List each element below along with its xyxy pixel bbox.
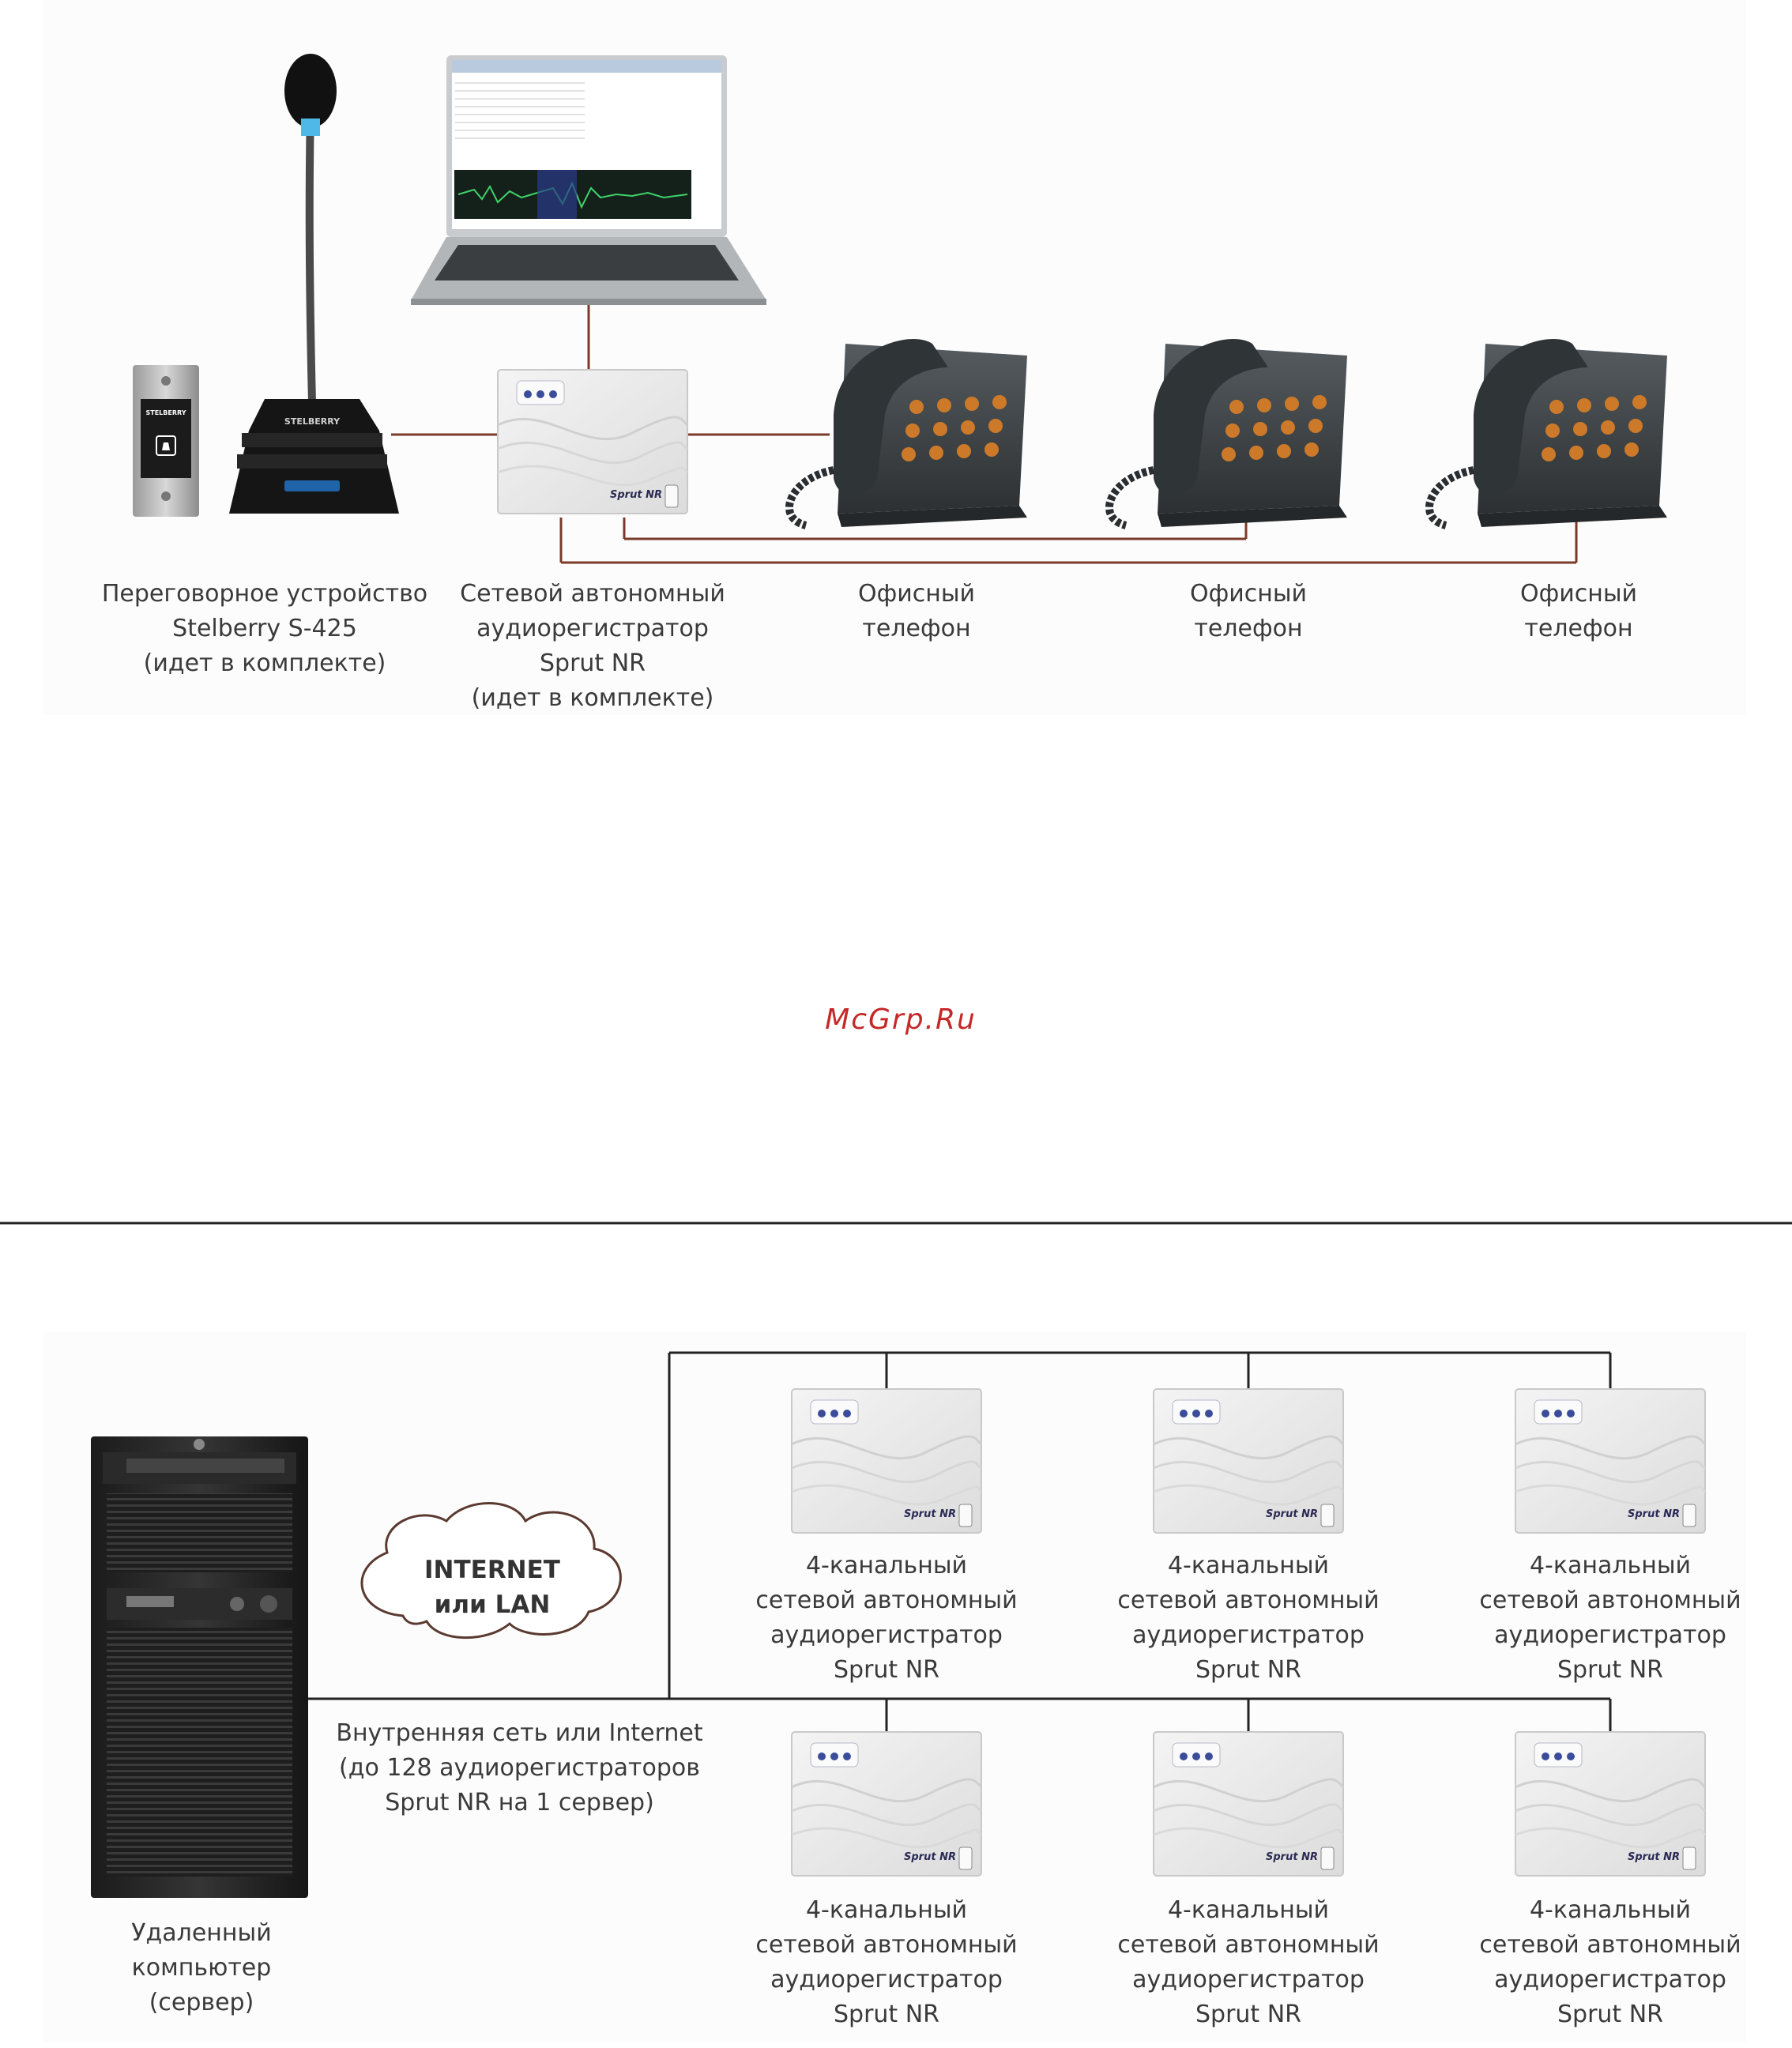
recorder-brand: Sprut NR [1266, 1851, 1318, 1863]
cloud-label: INTERNET или LAN [424, 1556, 560, 1619]
label-recorder: Сетевой автономный аудиорегистратор Spru… [460, 580, 725, 712]
recorder-grid: Sprut NR Sprut NR Sprut NR Sprut NR Sprut NR… [790, 1387, 1707, 1877]
label-phone-3: Офисный телефон [1519, 580, 1638, 642]
panel-brand: STELBERRY [145, 409, 186, 416]
server-tower-icon [91, 1436, 308, 1898]
intercom-panel-icon: STELBERRY [133, 365, 199, 517]
label-phone-1: Офисный телефон [857, 580, 976, 642]
bottom-connection-lines [307, 1351, 1612, 1732]
console-brand: STELBERRY [284, 416, 341, 427]
label-intercom: Переговорное устройство Stelberry S-425 … [101, 580, 428, 677]
recorder-brand: Sprut NR [1628, 1851, 1680, 1863]
network-note: Внутренняя сеть или Internet (до 128 ауд… [336, 1719, 703, 1816]
label-phone-2: Офисный телефон [1189, 580, 1308, 642]
recorder-brand: Sprut NR [1628, 1508, 1680, 1520]
recorder-brand: Sprut NR [904, 1508, 956, 1520]
laptop-icon [411, 55, 766, 305]
server-label: Удаленный компьютер (сервер) [131, 1919, 272, 2016]
watermark: McGrp.Ru [825, 1003, 977, 1036]
recorder-brand: Sprut NR [1266, 1508, 1318, 1520]
internet-cloud-icon [360, 1502, 622, 1640]
desk-microphone-console-icon: STELBERRY [229, 54, 399, 514]
recorder-brand: Sprut NR [904, 1851, 956, 1863]
recorder-brand: Sprut NR [610, 489, 662, 501]
